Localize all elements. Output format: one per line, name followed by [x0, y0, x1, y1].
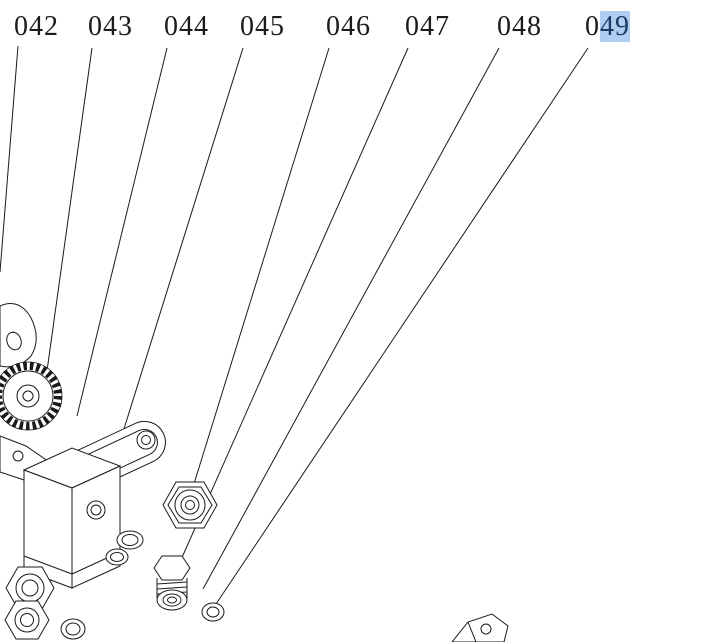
hex-nut-part [162, 481, 218, 529]
part-label-048[interactable]: 048 [497, 11, 542, 42]
leader-line-043 [45, 47, 93, 379]
valve-body-part [22, 447, 122, 589]
part-label-047[interactable]: 047 [405, 11, 450, 42]
gear-part [0, 361, 63, 431]
leader-line-048 [202, 47, 500, 590]
part-label-043[interactable]: 043 [88, 11, 133, 42]
leader-line-045 [117, 47, 244, 449]
part-label-highlight: 49 [600, 11, 630, 42]
part-label-046[interactable]: 046 [326, 11, 371, 42]
o-ring-part [105, 530, 144, 566]
bottom-right-part [451, 613, 509, 642]
ring-part [60, 618, 86, 640]
leader-line-049 [213, 47, 589, 608]
bracket-lobe-part [0, 303, 37, 368]
leader-line-042 [0, 45, 19, 273]
leader-line-044 [76, 47, 168, 417]
part-label-045[interactable]: 045 [240, 11, 285, 42]
part-label-042[interactable]: 042 [14, 11, 59, 42]
leader-line-046 [192, 47, 330, 488]
threaded-fitting-part [153, 555, 191, 611]
washer-part [201, 602, 225, 622]
elbow-fitting-part [4, 566, 55, 640]
part-label-049[interactable]: 049 [585, 11, 630, 42]
part-label-044[interactable]: 044 [164, 11, 209, 42]
leader-line-047 [179, 47, 409, 563]
